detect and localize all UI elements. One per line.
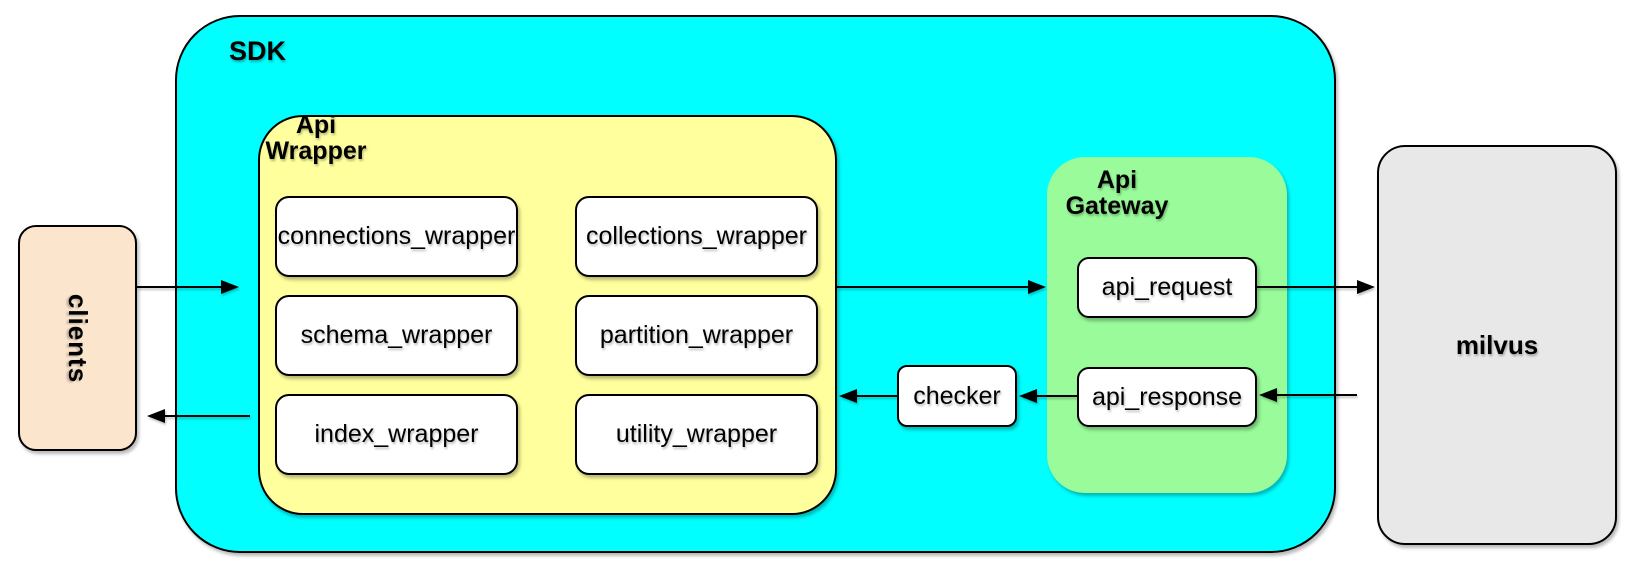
node-partition-wrapper: partition_wrapper — [575, 295, 818, 376]
milvus-label: milvus — [1455, 329, 1539, 360]
node-milvus: milvus — [1377, 145, 1617, 545]
node-api-response: api_response — [1077, 367, 1257, 427]
container-api-gateway — [1047, 157, 1287, 493]
node-schema-wrapper: schema_wrapper — [275, 295, 518, 376]
node-clients: clients — [18, 225, 137, 451]
node-connections-wrapper: connections_wrapper — [275, 196, 518, 277]
sdk-label: SDK — [229, 36, 287, 66]
node-index-wrapper: index_wrapper — [275, 394, 518, 475]
api-wrapper-label: Api Wrapper — [265, 111, 367, 165]
node-checker: checker — [897, 365, 1017, 427]
node-collections-wrapper: collections_wrapper — [575, 196, 818, 277]
node-utility-wrapper: utility_wrapper — [575, 394, 818, 475]
clients-label: clients — [63, 293, 93, 383]
node-api-request: api_request — [1077, 257, 1257, 318]
api-gateway-label: Api Gateway — [1065, 166, 1169, 220]
